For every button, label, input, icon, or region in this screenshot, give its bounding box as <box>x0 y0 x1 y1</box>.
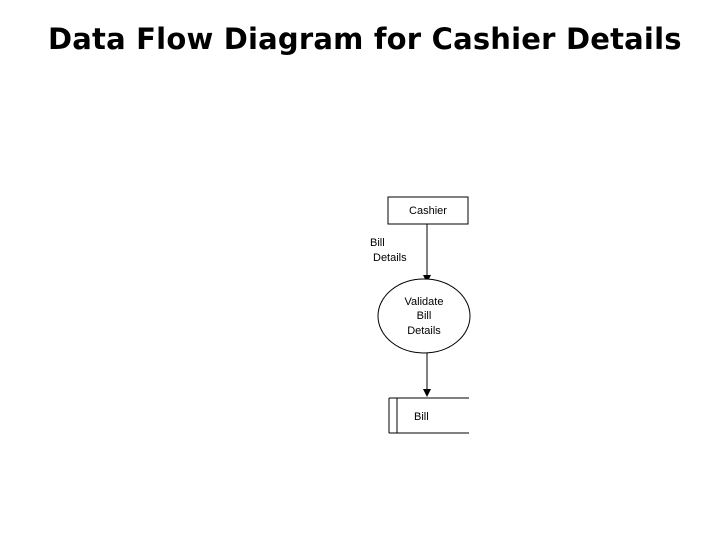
cashier-entity-label: Cashier <box>409 205 447 217</box>
validate-process-label-line2: Bill <box>417 310 432 322</box>
bill-store-label: Bill <box>414 411 429 423</box>
validate-process-label-line1: Validate <box>405 296 444 308</box>
bill-details-flow: Bill Details <box>370 224 431 283</box>
bill-data-store: Bill <box>388 397 469 434</box>
validate-bill-details-process: Validate Bill Details <box>377 278 471 354</box>
validate-process-label-line3: Details <box>407 325 441 337</box>
cashier-entity-box <box>387 196 469 225</box>
bill-details-flow-label-line1: Bill <box>370 237 385 249</box>
validate-process-circle <box>377 278 471 354</box>
page-title: Data Flow Diagram for Cashier Details <box>48 22 682 56</box>
cashier-entity: Cashier <box>387 196 469 225</box>
bill-details-flow-label-line2: Details <box>373 252 407 264</box>
